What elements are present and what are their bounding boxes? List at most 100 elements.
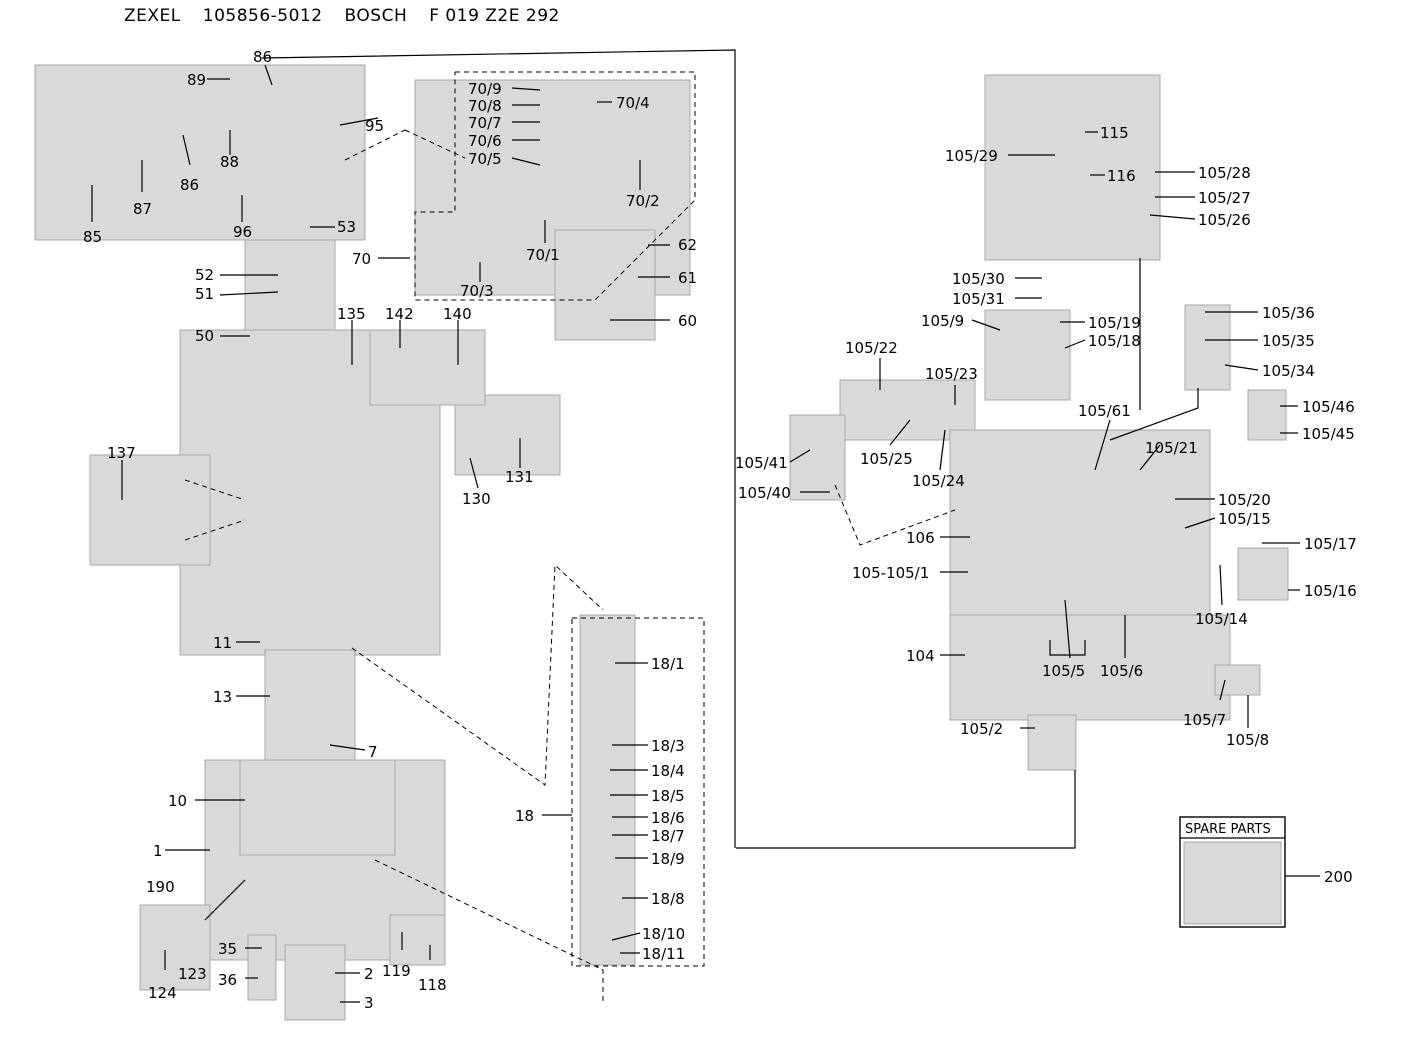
label-105-40: 105/40 bbox=[738, 484, 791, 502]
label-52: 52 bbox=[195, 266, 214, 284]
bolt-124-image bbox=[139, 904, 211, 991]
right-assembly-parts bbox=[789, 74, 1289, 771]
label-35: 35 bbox=[218, 940, 237, 958]
label-18-4: 18/4 bbox=[651, 762, 685, 780]
label-105-34: 105/34 bbox=[1262, 362, 1315, 380]
label-142: 142 bbox=[385, 305, 414, 323]
label-70-3: 70/3 bbox=[460, 282, 494, 300]
label-18: 18 bbox=[515, 807, 534, 825]
label-60: 60 bbox=[678, 312, 697, 330]
label-70-8: 70/8 bbox=[468, 97, 502, 115]
label-18-3: 18/3 bbox=[651, 737, 685, 755]
label-105-19: 105/19 bbox=[1088, 314, 1141, 332]
screw-118-119-image bbox=[389, 914, 446, 966]
levers-140-142-image bbox=[369, 329, 486, 406]
label-105-105-1: 105-105/1 bbox=[852, 564, 929, 582]
governor-linkage-image bbox=[34, 64, 366, 241]
screw-35-36-image bbox=[247, 934, 277, 1001]
label-105-25: 105/25 bbox=[860, 450, 913, 468]
label-106: 106 bbox=[906, 529, 935, 547]
label-105-28: 105/28 bbox=[1198, 164, 1251, 182]
plunger-assembly-18-image bbox=[579, 614, 636, 966]
label-61: 61 bbox=[678, 269, 697, 287]
label-105-23: 105/23 bbox=[925, 365, 978, 383]
bosch-part-number: F 019 Z2E 292 bbox=[429, 6, 560, 26]
leader-lines bbox=[91, 64, 1300, 1003]
label-105-2: 105/2 bbox=[960, 720, 1003, 738]
left-frames bbox=[184, 49, 736, 1004]
zexel-part-number: 105856-5012 bbox=[202, 6, 323, 26]
spare-parts-kit-image bbox=[1183, 841, 1282, 925]
bearing-2-3-image bbox=[284, 944, 346, 1021]
label-105-24: 105/24 bbox=[912, 472, 965, 490]
label-85: 85 bbox=[83, 228, 102, 246]
label-105-7: 105/7 bbox=[1183, 711, 1226, 729]
label-105-16: 105/16 bbox=[1304, 582, 1357, 600]
label-87: 87 bbox=[133, 200, 152, 218]
fork-60-image bbox=[554, 229, 656, 341]
label-2: 2 bbox=[364, 965, 374, 983]
label-105-30: 105/30 bbox=[952, 270, 1005, 288]
label-105-6: 105/6 bbox=[1100, 662, 1143, 680]
label-190: 190 bbox=[146, 878, 175, 896]
label-10: 10 bbox=[168, 792, 187, 810]
label-105-29: 105/29 bbox=[945, 147, 998, 165]
label-105-8: 105/8 bbox=[1226, 731, 1269, 749]
label-200: 200 bbox=[1324, 868, 1353, 886]
label-70-7: 70/7 bbox=[468, 114, 502, 132]
label-18-11: 18/11 bbox=[642, 945, 685, 963]
label-11: 11 bbox=[213, 634, 232, 652]
plug-105-2-image bbox=[1027, 714, 1077, 771]
label-105-46: 105/46 bbox=[1302, 398, 1355, 416]
part-labels: 89 86 95 86 87 85 88 96 53 52 51 50 70/9… bbox=[83, 48, 1357, 1012]
label-18-6: 18/6 bbox=[651, 809, 685, 827]
oring-10-image bbox=[239, 759, 396, 856]
label-7: 7 bbox=[368, 743, 378, 761]
label-86-bottom: 86 bbox=[180, 176, 199, 194]
spare-parts-title: SPARE PARTS bbox=[1185, 822, 1271, 837]
label-105-36: 105/36 bbox=[1262, 304, 1315, 322]
label-105-5: 105/5 bbox=[1042, 662, 1085, 680]
label-13: 13 bbox=[213, 688, 232, 706]
knob-105-16-image bbox=[1237, 547, 1289, 601]
label-86-top: 86 bbox=[253, 48, 272, 66]
label-105-14: 105/14 bbox=[1195, 610, 1248, 628]
label-70-4: 70/4 bbox=[616, 94, 650, 112]
label-105-9: 105/9 bbox=[921, 312, 964, 330]
label-105-17: 105/17 bbox=[1304, 535, 1357, 553]
label-105-31: 105/31 bbox=[952, 290, 1005, 308]
label-137: 137 bbox=[107, 444, 136, 462]
label-105-21: 105/21 bbox=[1145, 439, 1198, 457]
gear-105-9-image bbox=[984, 309, 1071, 401]
label-118: 118 bbox=[418, 976, 447, 994]
label-124: 124 bbox=[148, 984, 177, 1002]
label-51: 51 bbox=[195, 285, 214, 303]
label-96: 96 bbox=[233, 223, 252, 241]
brand-name: ZEXEL bbox=[124, 6, 181, 26]
housing-105-image bbox=[949, 429, 1211, 646]
gasket-104-image bbox=[949, 614, 1231, 721]
label-105-61: 105/61 bbox=[1078, 402, 1131, 420]
label-131: 131 bbox=[505, 468, 534, 486]
label-105-18: 105/18 bbox=[1088, 332, 1141, 350]
spare-parts-box: SPARE PARTS bbox=[1179, 816, 1320, 928]
label-140: 140 bbox=[443, 305, 472, 323]
label-105-22: 105/22 bbox=[845, 339, 898, 357]
label-105-41: 105/41 bbox=[735, 454, 788, 472]
label-1: 1 bbox=[153, 842, 163, 860]
label-105-26: 105/26 bbox=[1198, 211, 1251, 229]
label-70: 70 bbox=[352, 250, 371, 268]
label-18-1: 18/1 bbox=[651, 655, 685, 673]
label-50: 50 bbox=[195, 327, 214, 345]
label-123: 123 bbox=[178, 965, 207, 983]
label-36: 36 bbox=[218, 971, 237, 989]
label-105-35: 105/35 bbox=[1262, 332, 1315, 350]
screw-105-8-image bbox=[1214, 664, 1261, 696]
cover-plate-137-image bbox=[89, 454, 211, 566]
label-18-8: 18/8 bbox=[651, 890, 685, 908]
label-3: 3 bbox=[364, 994, 374, 1012]
label-89: 89 bbox=[187, 71, 206, 89]
label-62: 62 bbox=[678, 236, 697, 254]
label-18-7: 18/7 bbox=[651, 827, 685, 845]
label-135: 135 bbox=[337, 305, 366, 323]
